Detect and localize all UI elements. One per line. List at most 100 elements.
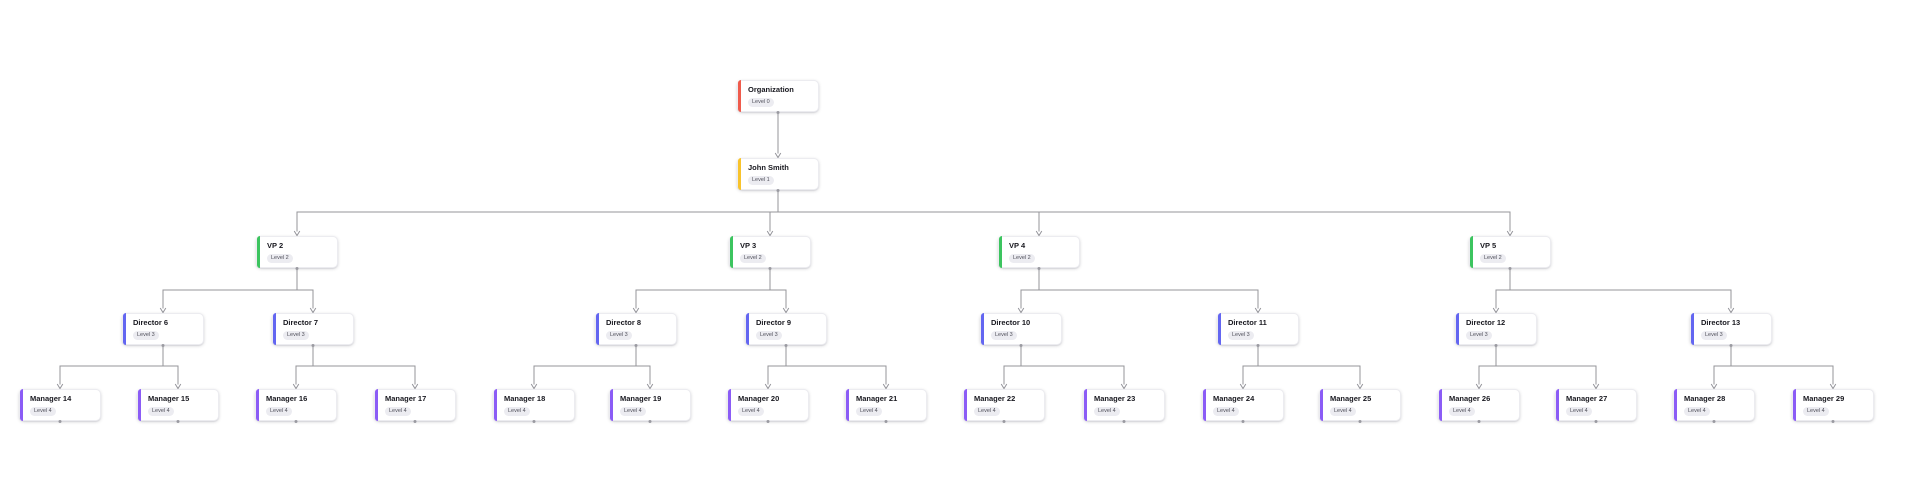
node-manager-26[interactable]: Manager 26 Level 4: [1438, 389, 1520, 423]
node-level-badge: Level 3: [756, 330, 782, 340]
node-director-7[interactable]: Director 7 Level 3: [272, 313, 354, 347]
level-color-stripe: [138, 389, 141, 421]
level-color-stripe: [1218, 313, 1221, 345]
node-manager-21[interactable]: Manager 21 Level 4: [845, 389, 927, 423]
node-level-badge: Level 4: [1566, 406, 1592, 416]
node-level-badge: Level 4: [1330, 406, 1356, 416]
connection-handle-dot: [1037, 266, 1041, 270]
node-manager-15[interactable]: Manager 15 Level 4: [137, 389, 219, 423]
node-director-6[interactable]: Director 6 Level 3: [122, 313, 204, 347]
connection-handle-dot: [776, 188, 780, 192]
node-title: VP 4: [1009, 241, 1026, 250]
connection-handle-dot: [1241, 419, 1245, 423]
connection-handle-dot: [1122, 419, 1126, 423]
level-color-stripe: [257, 236, 260, 268]
connection-handle-dot: [176, 419, 180, 423]
node-level-badge: Level 2: [267, 253, 293, 263]
connection-handle-dot: [1729, 343, 1733, 347]
connection-handle-dot: [311, 343, 315, 347]
node-director-9[interactable]: Director 9 Level 3: [745, 313, 827, 347]
level-color-stripe: [596, 313, 599, 345]
node-title: VP 3: [740, 241, 757, 250]
level-color-stripe: [273, 313, 276, 345]
level-color-stripe: [375, 389, 378, 421]
level-color-stripe: [494, 389, 497, 421]
node-manager-19[interactable]: Manager 19 Level 4: [609, 389, 691, 423]
node-level-badge: Level 4: [385, 406, 411, 416]
node-manager-20[interactable]: Manager 20 Level 4: [727, 389, 809, 423]
level-color-stripe: [1439, 389, 1442, 421]
node-manager-18[interactable]: Manager 18 Level 4: [493, 389, 575, 423]
node-title: Manager 26: [1449, 394, 1491, 403]
connection-handle-dot: [634, 343, 638, 347]
node-title: VP 5: [1480, 241, 1497, 250]
node-manager-24[interactable]: Manager 24 Level 4: [1202, 389, 1284, 423]
node-manager-14[interactable]: Manager 14 Level 4: [19, 389, 101, 423]
node-level-badge: Level 3: [991, 330, 1017, 340]
node-director-11[interactable]: Director 11 Level 3: [1217, 313, 1299, 347]
node-level-badge: Level 4: [620, 406, 646, 416]
connection-handle-dot: [648, 419, 652, 423]
node-title: Manager 25: [1330, 394, 1372, 403]
node-manager-29[interactable]: Manager 29 Level 4: [1792, 389, 1874, 423]
connection-handle-dot: [1256, 343, 1260, 347]
level-color-stripe: [738, 158, 741, 190]
level-color-stripe: [1456, 313, 1459, 345]
node-manager-17[interactable]: Manager 17 Level 4: [374, 389, 456, 423]
node-title: Manager 19: [620, 394, 662, 403]
node-title: Director 11: [1228, 318, 1267, 327]
node-title: Director 10: [991, 318, 1031, 327]
node-title: Manager 28: [1684, 394, 1726, 403]
node-manager-28[interactable]: Manager 28 Level 4: [1673, 389, 1755, 423]
connection-handle-dot: [776, 110, 780, 114]
node-level-badge: Level 4: [974, 406, 1000, 416]
node-manager-27[interactable]: Manager 27 Level 4: [1555, 389, 1637, 423]
node-level-badge: Level 0: [748, 97, 774, 107]
node-vp-3[interactable]: VP 3 Level 2: [729, 236, 811, 270]
node-director-12[interactable]: Director 12 Level 3: [1455, 313, 1537, 347]
connection-handle-dot: [1477, 419, 1481, 423]
node-title: Manager 14: [30, 394, 72, 403]
connection-handle-dot: [161, 343, 165, 347]
node-manager-22[interactable]: Manager 22 Level 4: [963, 389, 1045, 423]
node-title: Manager 22: [974, 394, 1016, 403]
level-color-stripe: [1320, 389, 1323, 421]
node-title: VP 2: [267, 241, 284, 250]
node-manager-25[interactable]: Manager 25 Level 4: [1319, 389, 1401, 423]
node-john-smith[interactable]: John Smith Level 1: [737, 158, 819, 192]
node-vp-4[interactable]: VP 4 Level 2: [998, 236, 1080, 270]
node-manager-23[interactable]: Manager 23 Level 4: [1083, 389, 1165, 423]
node-vp-2[interactable]: VP 2 Level 2: [256, 236, 338, 270]
node-level-badge: Level 4: [856, 406, 882, 416]
node-director-13[interactable]: Director 13 Level 3: [1690, 313, 1772, 347]
node-title: Director 7: [283, 318, 319, 327]
node-vp-5[interactable]: VP 5 Level 2: [1469, 236, 1551, 270]
node-director-8[interactable]: Director 8 Level 3: [595, 313, 677, 347]
node-level-badge: Level 4: [1803, 406, 1829, 416]
node-level-badge: Level 1: [748, 175, 774, 185]
node-title: Manager 20: [738, 394, 780, 403]
node-title: Director 8: [606, 318, 642, 327]
level-color-stripe: [610, 389, 613, 421]
node-level-badge: Level 2: [1009, 253, 1035, 263]
node-level-badge: Level 4: [30, 406, 56, 416]
node-title: Director 13: [1701, 318, 1741, 327]
connection-handle-dot: [766, 419, 770, 423]
node-title: Manager 24: [1213, 394, 1255, 403]
node-level-badge: Level 4: [1094, 406, 1120, 416]
level-color-stripe: [728, 389, 731, 421]
node-title: John Smith: [748, 163, 789, 172]
node-organization[interactable]: Organization Level 0: [737, 80, 819, 114]
node-director-10[interactable]: Director 10 Level 3: [980, 313, 1062, 347]
node-title: Director 6: [133, 318, 169, 327]
node-title: Director 9: [756, 318, 792, 327]
node-manager-16[interactable]: Manager 16 Level 4: [255, 389, 337, 423]
node-level-badge: Level 3: [133, 330, 159, 340]
node-level-badge: Level 4: [266, 406, 292, 416]
level-color-stripe: [123, 313, 126, 345]
connection-handle-dot: [1831, 419, 1835, 423]
connection-handle-dot: [1494, 343, 1498, 347]
node-level-badge: Level 4: [1684, 406, 1710, 416]
connection-handle-dot: [768, 266, 772, 270]
